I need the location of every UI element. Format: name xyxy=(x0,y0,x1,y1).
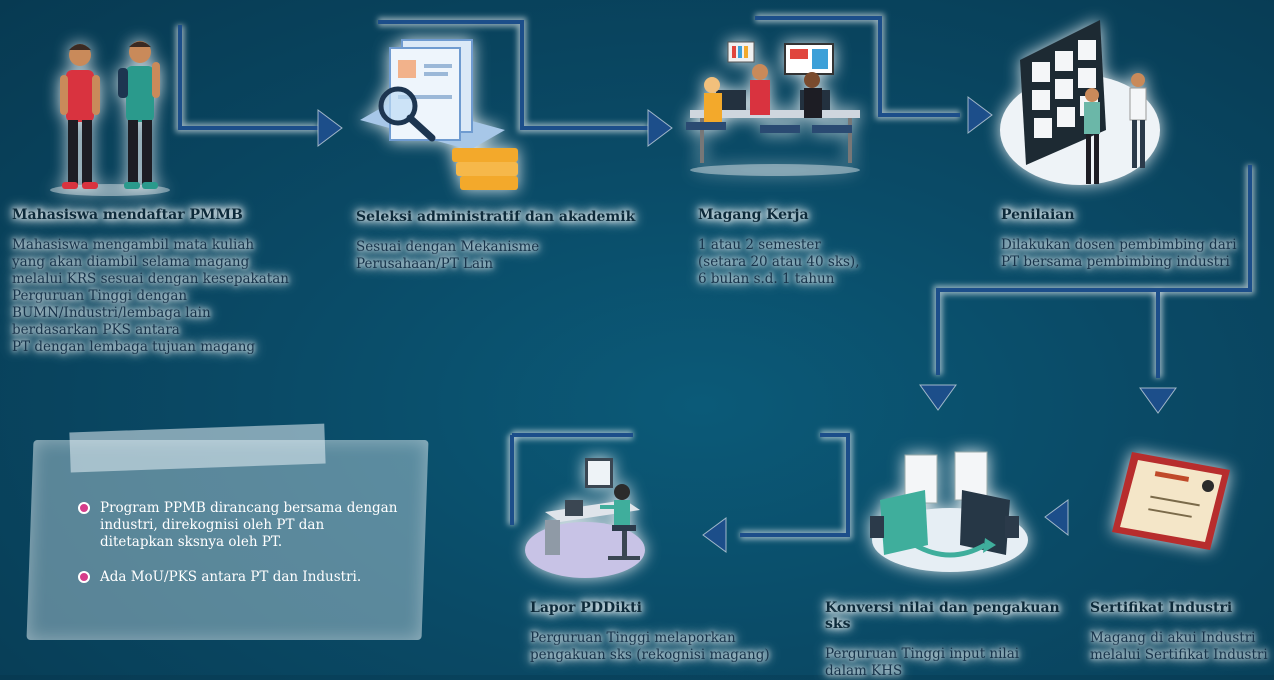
arrow-right-1 xyxy=(317,109,343,147)
step-title: Penilaian xyxy=(1001,207,1075,223)
note-item: Ada MoU/PKS antara PT dan Industri. xyxy=(78,569,398,586)
step-penilaian: Penilaian Dilakukan dosen pembimbing dar… xyxy=(1001,207,1266,271)
bullet-icon xyxy=(78,502,90,514)
step-title: Konversi nilai dan pengakuan sks xyxy=(825,600,1060,632)
arrow-left-2 xyxy=(702,517,727,553)
step-description: Dilakukan dosen pembimbing dari PT bersa… xyxy=(1001,237,1237,270)
office-work-illustration xyxy=(686,41,860,176)
step-description: 1 atau 2 semester (setara 20 atau 40 sks… xyxy=(698,237,860,287)
evaluation-board-illustration xyxy=(1000,20,1160,185)
step-title: Lapor PDDikti xyxy=(530,600,642,616)
step-pmmb: Mahasiswa mendaftar PMMB Mahasiswa menga… xyxy=(12,207,312,356)
grade-conversion-illustration xyxy=(870,451,1028,572)
arrowheads xyxy=(317,96,1177,553)
note-text: Program PPMB dirancang bersama dengan in… xyxy=(100,500,398,550)
note-list: Program PPMB dirancang bersama dengan in… xyxy=(78,500,398,604)
step-konversi: Konversi nilai dan pengakuan sks Perguru… xyxy=(825,600,1075,680)
step-title: Mahasiswa mendaftar PMMB xyxy=(12,207,243,223)
step-sertifikat: Sertifikat Industri Magang di akui Indus… xyxy=(1090,600,1270,664)
document-review-illustration xyxy=(360,39,518,190)
certificate-illustration xyxy=(1112,452,1230,550)
arrow-right-3 xyxy=(967,96,993,134)
step-seleksi: Seleksi administratif dan akademik Sesua… xyxy=(356,209,636,273)
arrow-left-1 xyxy=(1044,499,1069,537)
step-description: Magang di akui Industri melalui Sertifik… xyxy=(1090,630,1268,663)
step-description: Mahasiswa mengambil mata kuliah yang aka… xyxy=(12,237,289,355)
arrow-down-2 xyxy=(1139,387,1177,414)
report-desk-illustration xyxy=(525,458,645,578)
students-illustration xyxy=(50,41,170,196)
note-text: Ada MoU/PKS antara PT dan Industri. xyxy=(100,569,362,585)
note-item: Program PPMB dirancang bersama dengan in… xyxy=(78,500,398,551)
step-description: Perguruan Tinggi melaporkan pengakuan sk… xyxy=(530,630,770,663)
step-description: Sesuai dengan Mekanisme Perusahaan/PT La… xyxy=(356,239,540,272)
arrow-down-1 xyxy=(919,384,957,411)
step-title: Magang Kerja xyxy=(698,207,809,223)
step-lapor: Lapor PDDikti Perguruan Tinggi melaporka… xyxy=(530,600,790,664)
bullet-icon xyxy=(78,571,90,583)
step-title: Sertifikat Industri xyxy=(1090,600,1233,616)
arrow-right-2 xyxy=(647,109,673,147)
step-magang: Magang Kerja 1 atau 2 semester (setara 2… xyxy=(698,207,938,288)
connectors xyxy=(175,13,1255,540)
step-title: Seleksi administratif dan akademik xyxy=(356,209,636,225)
